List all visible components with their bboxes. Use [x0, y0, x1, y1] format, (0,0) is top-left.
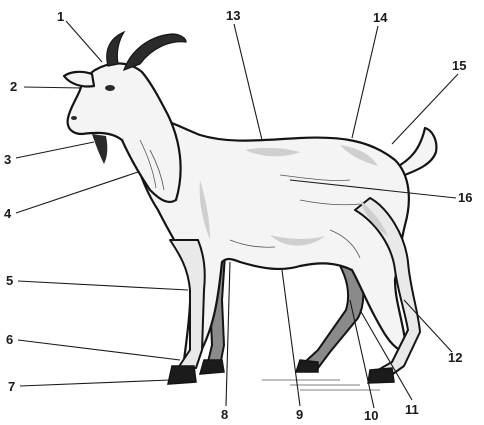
label-11: 11 [405, 402, 419, 417]
ground-shadow [262, 380, 380, 390]
horn-back [124, 34, 186, 70]
label-13: 13 [226, 8, 240, 23]
nostril [71, 116, 77, 120]
label-16: 16 [458, 190, 472, 205]
label-1: 1 [57, 9, 64, 24]
label-12: 12 [448, 350, 462, 365]
eye [105, 85, 115, 91]
label-2: 2 [10, 79, 17, 94]
label-6: 6 [6, 332, 13, 347]
horn-front [107, 32, 124, 66]
beard [92, 134, 107, 164]
label-15: 15 [452, 58, 466, 73]
front-hoof [168, 366, 196, 384]
label-9: 9 [296, 407, 303, 422]
ear [64, 72, 94, 87]
label-10: 10 [364, 408, 378, 423]
label-5: 5 [6, 273, 13, 288]
label-14: 14 [373, 10, 388, 25]
hind-hoof [368, 368, 394, 383]
label-3: 3 [4, 152, 11, 167]
label-4: 4 [4, 206, 12, 221]
label-7: 7 [8, 379, 15, 394]
label-8: 8 [221, 407, 228, 422]
